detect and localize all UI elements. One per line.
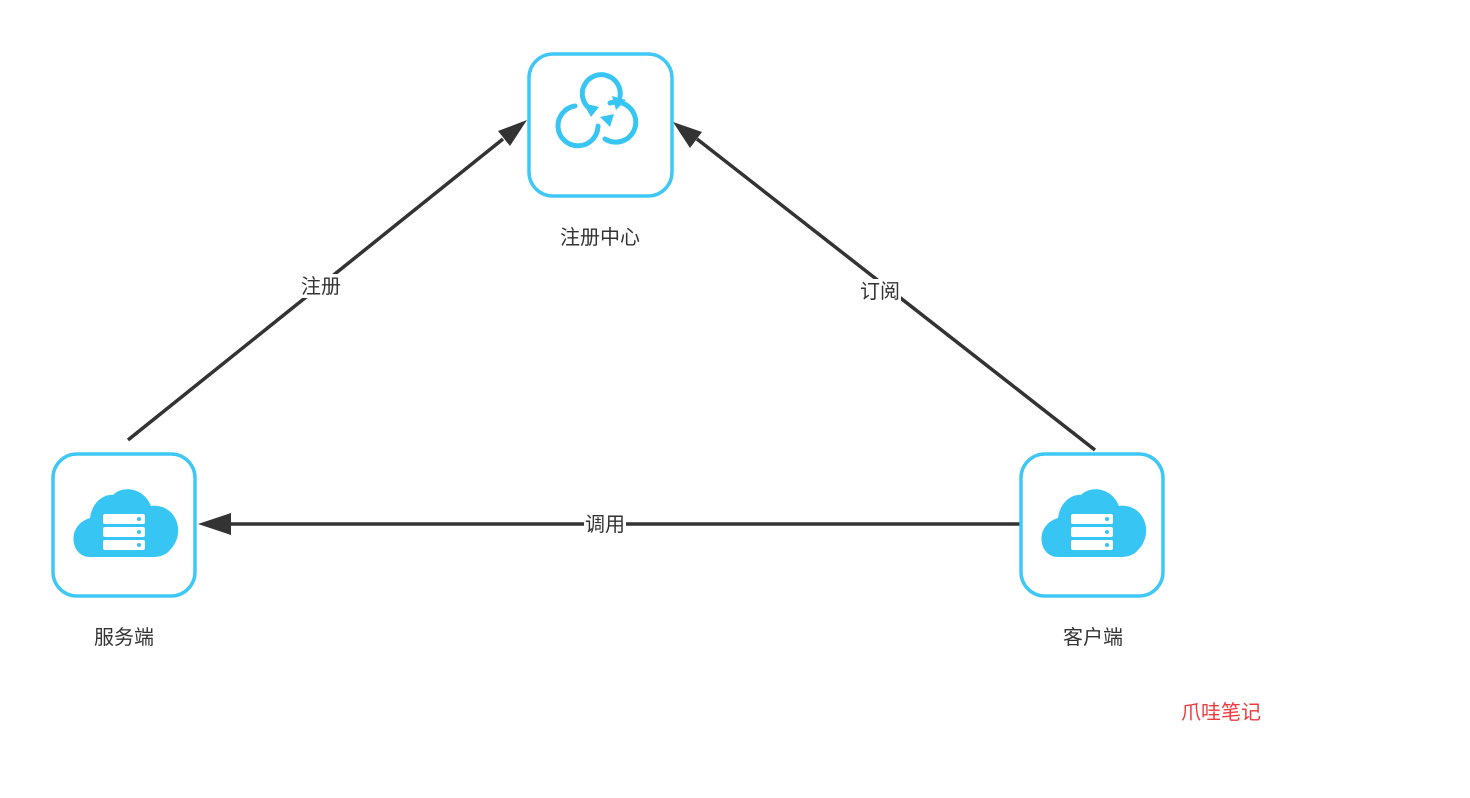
edge-invoke-label: 调用 xyxy=(584,512,626,536)
refresh-cycle-icon xyxy=(555,72,639,149)
node-registry-label: 注册中心 xyxy=(560,225,640,249)
arrowhead-icon xyxy=(673,122,702,148)
node-client-label: 客户端 xyxy=(1063,625,1123,649)
arrowhead-icon xyxy=(498,120,527,146)
node-registry[interactable] xyxy=(527,52,674,198)
node-client[interactable] xyxy=(1019,452,1165,598)
arrowhead-icon xyxy=(198,513,231,535)
watermark-text: 爪哇笔记 xyxy=(1181,700,1261,724)
edge-register-label: 注册 xyxy=(300,274,342,298)
edge-subscribe-label: 订阅 xyxy=(859,279,901,303)
node-server[interactable] xyxy=(51,452,197,598)
cloud-server-icon xyxy=(1041,489,1147,557)
node-registry-box[interactable] xyxy=(527,52,674,198)
cloud-server-icon xyxy=(73,489,179,557)
node-server-label: 服务端 xyxy=(94,625,154,649)
